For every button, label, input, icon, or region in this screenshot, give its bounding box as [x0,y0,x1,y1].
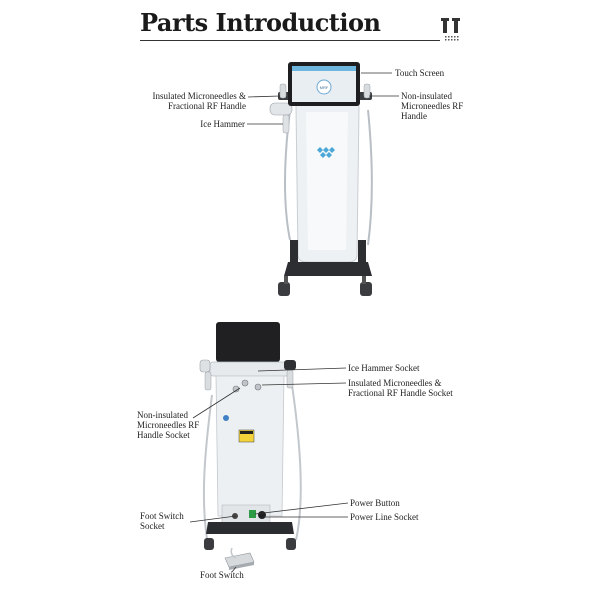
label-foot-switch: Foot Switch [200,570,244,580]
label-non-insulated-socket: Non-insulated Microneedles RF Handle Soc… [137,410,200,440]
brand-logo [317,147,335,158]
foot-switch-pedal [224,547,255,570]
label-power-button: Power Button [350,498,400,508]
label-ice-hammer: Ice Hammer [200,119,245,129]
page-title: Parts Introduction [140,8,381,37]
label-non-insulated-handle: Non-insulated Microneedles RF Handle [401,91,464,121]
label-ice-hammer-socket: Ice Hammer Socket [348,363,420,373]
label-power-line-socket: Power Line Socket [350,512,419,522]
label-foot-switch-socket: Foot Switch Socket [140,511,184,531]
microneedle-handles-icon [441,18,460,41]
label-insulated-socket: Insulated Microneedles & Fractional RF H… [348,378,453,398]
label-insulated-handle: Insulated Microneedles & Fractional RF H… [152,91,246,111]
screen-text: MRF [320,85,329,90]
label-touch-screen: Touch Screen [395,68,445,78]
leader-lines-back [189,367,349,573]
machine-front-view: MRF [269,62,373,296]
title-divider [140,40,440,41]
leader-lines-top [247,72,399,125]
machine-back-view [199,322,302,570]
